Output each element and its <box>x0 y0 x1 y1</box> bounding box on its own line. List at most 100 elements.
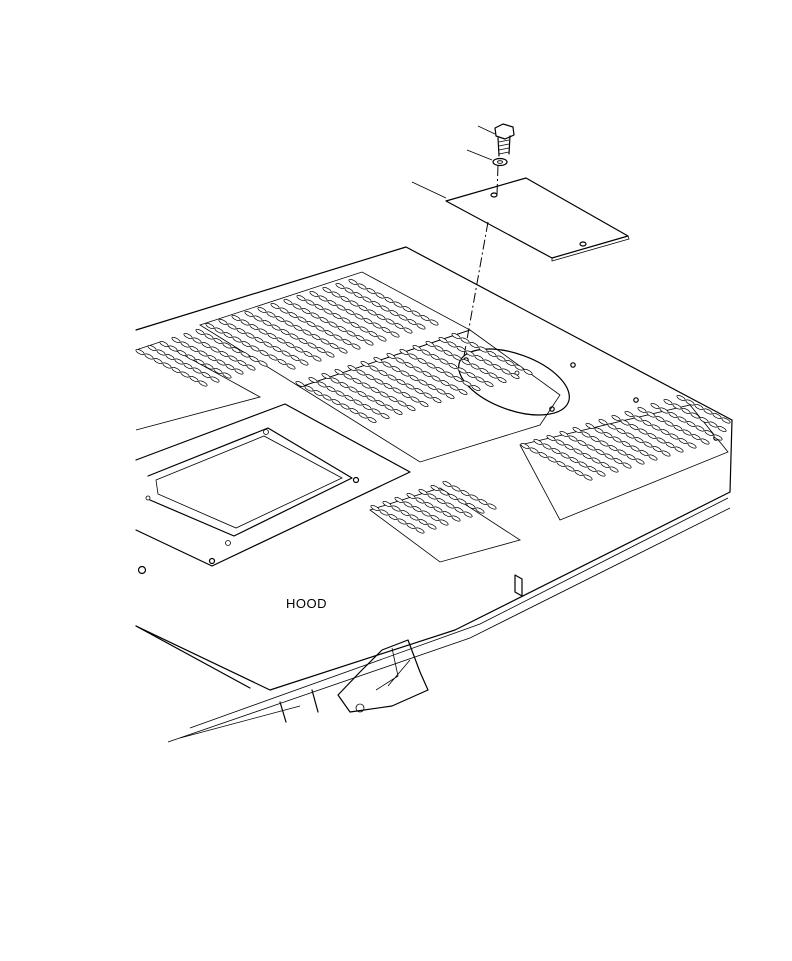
vent-slot <box>695 425 705 432</box>
vent-slot <box>555 439 565 446</box>
vent-slot <box>457 367 467 374</box>
vent-slot <box>366 395 376 402</box>
vent-slot <box>462 380 472 387</box>
vent-slot <box>289 333 299 340</box>
vent-slot <box>652 445 662 453</box>
vent-slot <box>210 376 220 383</box>
vent-slot <box>189 345 199 353</box>
vent-slot <box>432 396 442 404</box>
vent-slot <box>286 363 296 370</box>
vent-slot <box>379 509 389 516</box>
vent-slot <box>456 345 466 353</box>
vent-slot <box>375 399 385 407</box>
vent-slot <box>564 443 574 451</box>
vent-slot <box>345 308 355 316</box>
vent-slot <box>299 359 309 366</box>
vent-slot <box>360 360 370 368</box>
vent-slot <box>351 343 361 350</box>
vent-slot <box>339 381 349 389</box>
vent-slot <box>492 363 502 371</box>
vent-slot <box>487 350 497 358</box>
vent-slot <box>331 398 341 406</box>
vent-slot <box>595 448 605 456</box>
vent-slot <box>318 295 328 302</box>
vent-slot <box>434 345 444 352</box>
vent-slot <box>406 404 416 412</box>
vent-slot <box>227 323 237 330</box>
vent-slot <box>451 515 461 522</box>
vent-slot <box>425 340 435 348</box>
vent-slot <box>320 338 330 345</box>
washer-leader-line <box>466 149 493 161</box>
vent-slot <box>449 384 459 391</box>
vent-slot <box>371 408 381 415</box>
vent-slot <box>505 359 515 367</box>
vent-slot <box>290 354 300 362</box>
vent-slot <box>458 388 468 396</box>
vent-slot <box>234 368 244 375</box>
vent-slot <box>427 523 437 530</box>
vent-slot <box>366 287 376 295</box>
vent-slot <box>344 394 354 402</box>
vent-slot <box>177 349 187 357</box>
vent-slot <box>415 527 425 534</box>
vent-slot <box>609 466 619 473</box>
vent-slot <box>466 371 476 379</box>
vent-slot <box>156 349 166 356</box>
vent-slot <box>430 484 440 492</box>
vent-slot <box>180 371 190 378</box>
vent-slot <box>663 398 673 406</box>
vent-slot <box>303 350 313 358</box>
vent-slot <box>397 518 407 525</box>
vent-slot <box>656 437 666 444</box>
vent-slot <box>533 438 543 446</box>
vent-slot <box>341 317 351 324</box>
vent-slot <box>469 341 479 349</box>
vent-slot <box>651 424 661 431</box>
vent-slot <box>560 452 570 459</box>
vent-slot <box>396 378 406 386</box>
vent-slot <box>335 282 345 290</box>
vent-slot <box>479 367 489 375</box>
vent-slot <box>249 355 259 363</box>
vent-slot <box>357 283 367 290</box>
vent-slot <box>171 366 181 374</box>
vent-slot <box>436 497 446 505</box>
vent-slot <box>637 406 647 414</box>
vent-slot <box>314 303 324 311</box>
vent-slot <box>421 349 431 356</box>
vent-slot <box>691 433 701 441</box>
vent-slot <box>622 462 632 469</box>
vent-slot <box>337 325 347 333</box>
vent-slot <box>363 317 373 325</box>
vent-slot <box>192 337 202 344</box>
vent-slot <box>218 318 228 326</box>
vent-slot <box>690 412 700 419</box>
vent-slot <box>445 392 455 400</box>
vent-slot <box>661 450 671 457</box>
vent-slot <box>397 400 407 407</box>
vent-slot <box>250 345 260 352</box>
vent-slot <box>183 362 193 370</box>
vent-slot <box>474 354 484 362</box>
vent-slot <box>322 394 332 401</box>
vent-slot <box>616 427 626 435</box>
vent-slot <box>315 325 325 332</box>
vent-slot <box>409 374 419 382</box>
vent-slot <box>624 410 634 418</box>
vent-slot <box>355 334 365 342</box>
vent-slot <box>222 342 232 349</box>
vent-slot <box>542 443 552 450</box>
vent-slot <box>483 359 493 366</box>
vent-slot <box>382 361 392 368</box>
vent-slot <box>394 322 404 330</box>
vent-slot <box>222 372 232 379</box>
vent-slot <box>207 354 217 362</box>
vent-slot <box>354 313 364 320</box>
vent-slot <box>487 503 497 510</box>
vent-slot <box>348 386 358 393</box>
vent-slot <box>546 434 556 442</box>
vent-slot <box>334 368 344 376</box>
vent-slot <box>460 489 470 497</box>
vent-slot <box>699 416 709 424</box>
